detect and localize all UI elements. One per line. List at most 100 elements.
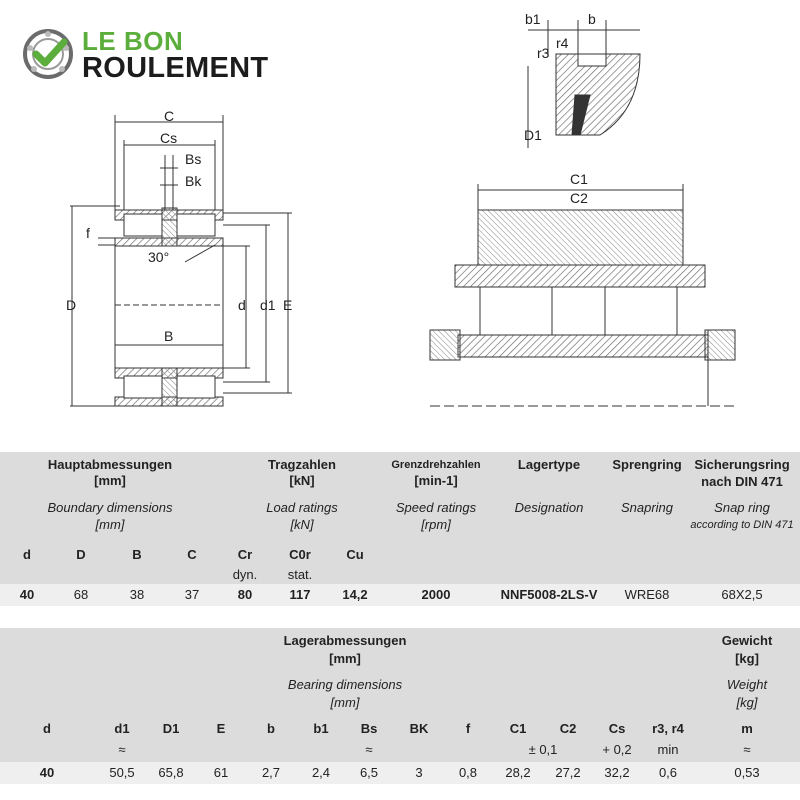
t2-group-en: Bearing dimensions	[287, 677, 403, 692]
t1-group2-unit-en: [kN]	[290, 517, 314, 532]
t1-val-Cr: 80	[237, 587, 253, 602]
t2-group-unit-de: [mm]	[329, 651, 361, 666]
t2-col-f: f	[465, 721, 471, 736]
t1-val-Cu: 14,2	[342, 587, 368, 602]
t2-col-BK: BK	[409, 721, 429, 736]
mounted-view	[429, 184, 736, 407]
label-E: E	[283, 297, 292, 313]
t1-group3-de: Grenzdrehzahlen	[391, 459, 481, 471]
t1-group4-de: Lagertype	[517, 457, 581, 472]
t1-group1-en: Boundary dimensions	[47, 500, 173, 515]
t2-note-m: ≈	[743, 742, 751, 757]
t1-col-d: d	[23, 547, 31, 562]
t1-col-Cr: Cr	[237, 547, 253, 562]
t1-col-Cu: Cu	[346, 547, 364, 562]
label-B: B	[164, 328, 173, 344]
label-b1: b1	[525, 11, 541, 27]
label-d1: d1	[260, 297, 276, 313]
label-Bs: Bs	[185, 151, 201, 167]
label-C1: C1	[570, 171, 588, 187]
label-d: d	[238, 297, 246, 313]
t2-col-E: E	[216, 721, 226, 736]
label-D: D	[66, 297, 76, 313]
t1-group2-unit-de: [kN]	[289, 473, 315, 488]
t1-val-D: 68	[73, 587, 89, 602]
t1-col-C0r: C0r	[289, 547, 311, 562]
t1-group6-de: Sicherungsring nach DIN 471	[694, 457, 790, 489]
t1-col-B: B	[132, 547, 142, 562]
t1-group3-unit-en: [rpm]	[421, 517, 451, 532]
t2-col-r3r4: r3, r4	[652, 721, 684, 736]
t2-note-C1: ± 0,1	[528, 742, 558, 757]
label-r3: r3	[537, 45, 550, 61]
t2-val-E: 61	[213, 765, 229, 780]
t1-val-C: 37	[184, 587, 200, 602]
t2-weight-unit-de: [kg]	[735, 651, 759, 666]
t2-weight-de: Gewicht	[721, 633, 773, 648]
t1-group1-unit-en: [mm]	[95, 517, 125, 532]
table2-row: 40 50,5 65,8 61 2,7 2,4 6,5 3 0,8 28,2 2…	[0, 762, 800, 784]
t2-val-Cs: 32,2	[604, 765, 630, 780]
t2-note-r3r4: min	[657, 742, 679, 757]
t2-col-Bs: Bs	[360, 721, 378, 736]
t1-val-B: 38	[129, 587, 145, 602]
logo-line-1: LE BON	[82, 26, 184, 56]
t1-val-snapring: WRE68	[624, 587, 670, 602]
t2-val-b: 2,7	[261, 765, 281, 780]
t2-val-d1: 50,5	[109, 765, 135, 780]
t2-note-Bs: ≈	[365, 742, 373, 757]
t2-val-D1: 65,8	[158, 765, 184, 780]
t1-note-stat: stat.	[287, 567, 313, 582]
section-view	[70, 115, 292, 407]
label-Bk: Bk	[185, 173, 202, 189]
t2-val-C2: 27,2	[555, 765, 581, 780]
t2-col-C1: C1	[509, 721, 527, 736]
t1-note-dyn: dyn.	[232, 567, 258, 582]
t1-group3-unit-de: [min-1]	[414, 473, 458, 488]
t2-weight-en: Weight	[726, 677, 768, 692]
t1-val-C0r: 117	[289, 587, 311, 602]
t2-col-b: b	[267, 721, 275, 736]
t2-val-b1: 2,4	[311, 765, 331, 780]
t2-val-C1: 28,2	[505, 765, 531, 780]
t1-group2-de: Tragzahlen	[268, 457, 336, 472]
t2-group-de: Lagerabmessungen	[283, 633, 407, 648]
technical-drawing: C Cs Bs Bk f 30° D B d d1 E b1 b r4 r3 D…	[66, 11, 736, 407]
seal-detail	[527, 20, 641, 148]
t1-val-designation: NNF5008-2LS-V	[500, 587, 598, 602]
t1-group1-de: Hauptabmessungen	[47, 457, 173, 472]
t2-val-d: 40	[39, 765, 55, 780]
t1-col-D: D	[76, 547, 86, 562]
t1-group6-en2: according to DIN 471	[690, 519, 794, 531]
t1-group6-en: Snap ring	[714, 500, 770, 515]
t1-group2-en: Load ratings	[266, 500, 338, 515]
t1-group5-en: Snapring	[620, 500, 674, 515]
t1-val-d: 40	[19, 587, 35, 602]
brand-logo: LE BON ROULEMENT	[22, 26, 302, 86]
t1-group5-de: Sprengring	[612, 457, 682, 472]
t1-col-C: C	[187, 547, 197, 562]
t1-val-speed: 2000	[421, 587, 451, 602]
t2-val-r3r4: 0,6	[658, 765, 678, 780]
t2-val-BK: 3	[415, 765, 423, 780]
label-D1: D1	[524, 127, 542, 143]
label-f: f	[86, 225, 90, 241]
t2-col-D1: D1	[162, 721, 180, 736]
t2-val-m: 0,53	[734, 765, 760, 780]
t1-val-snapring-din: 68X2,5	[721, 587, 763, 602]
t2-weight-unit-en: [kg]	[736, 695, 758, 710]
t1-group4-en: Designation	[514, 500, 584, 515]
t1-group1-unit-de: [mm]	[94, 473, 126, 488]
label-b: b	[588, 11, 596, 27]
label-C: C	[164, 108, 174, 124]
t2-val-Bs: 6,5	[359, 765, 379, 780]
t2-col-Cs: Cs	[608, 721, 626, 736]
t2-col-b1: b1	[313, 721, 329, 736]
label-angle: 30°	[148, 249, 169, 265]
label-Cs: Cs	[160, 130, 177, 146]
label-C2: C2	[570, 190, 588, 206]
t2-group-unit-en: [mm]	[330, 695, 360, 710]
t2-col-d: d	[43, 721, 51, 736]
t2-col-d1: d1	[114, 721, 130, 736]
t2-col-m: m	[741, 721, 753, 736]
